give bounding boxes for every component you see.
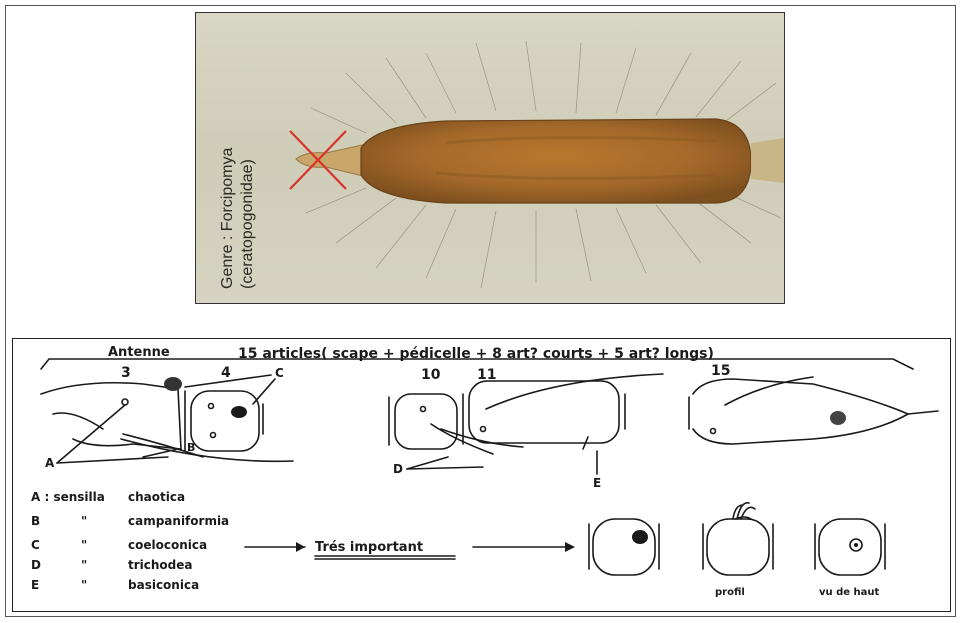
seg-15: 15 bbox=[711, 363, 730, 379]
genus-label-line2: (ceratopogonidae) bbox=[238, 148, 258, 289]
genus-label: Genre : Forcipomya (ceratopogonidae) bbox=[218, 148, 258, 289]
label-a: A bbox=[45, 456, 55, 470]
antenna-segment-photo bbox=[196, 13, 784, 303]
legend-name-a: chaotica bbox=[128, 490, 185, 504]
legend-key-a: A : sensilla bbox=[31, 490, 105, 504]
legend-name-b: campaniformia bbox=[128, 514, 229, 528]
genus-label-line1: Genre : Forcipomya bbox=[218, 148, 238, 289]
legend-name-e: basiconica bbox=[128, 578, 199, 592]
legend-name-c: coeloconica bbox=[128, 538, 207, 552]
legend-ditto-e: " bbox=[81, 578, 87, 592]
seg-4: 4 bbox=[221, 365, 231, 381]
legend: A : sensilla chaotica B " campaniformia … bbox=[31, 490, 229, 592]
seg-10: 10 bbox=[421, 367, 441, 383]
top-view-label: vu de haut bbox=[819, 587, 880, 598]
segment-15: 15 bbox=[689, 363, 938, 444]
seg-3: 3 bbox=[121, 365, 131, 381]
legend-key-e: E bbox=[31, 578, 39, 592]
profile-label: profil bbox=[715, 587, 745, 598]
label-e: E bbox=[593, 476, 601, 490]
segment-body bbox=[361, 119, 751, 203]
legend-ditto-c: " bbox=[81, 538, 87, 552]
emphasis-text: Trés important bbox=[315, 540, 423, 555]
legend-ditto-b: " bbox=[81, 514, 87, 528]
header-antenne: Antenne bbox=[108, 345, 170, 360]
specimen-photo: Genre : Forcipomya (ceratopogonidae) bbox=[195, 12, 785, 304]
legend-key-c: C bbox=[31, 538, 40, 552]
legend-key-b: B bbox=[31, 514, 40, 528]
label-c: C bbox=[275, 366, 284, 380]
header-articles: 15 articles( scape + pédicelle + 8 art? … bbox=[238, 346, 714, 362]
segments-3-4: 3 4 C B A bbox=[41, 365, 293, 470]
legend-ditto-d: " bbox=[81, 558, 87, 572]
antenna-drawing: Antenne 15 articles( scape + pédicelle +… bbox=[13, 339, 950, 611]
segments-10-11: 10 11 D E bbox=[389, 367, 663, 490]
importance-callout: Trés important bbox=[245, 540, 575, 559]
label-d: D bbox=[393, 462, 403, 476]
legend-name-d: trichodea bbox=[128, 558, 193, 572]
legend-key-d: D bbox=[31, 558, 41, 572]
label-b: B bbox=[187, 441, 195, 454]
seg-11: 11 bbox=[477, 367, 496, 383]
antenna-diagram: Antenne 15 articles( scape + pédicelle +… bbox=[12, 338, 951, 612]
sensilla-views: profil vu de haut bbox=[589, 503, 885, 598]
